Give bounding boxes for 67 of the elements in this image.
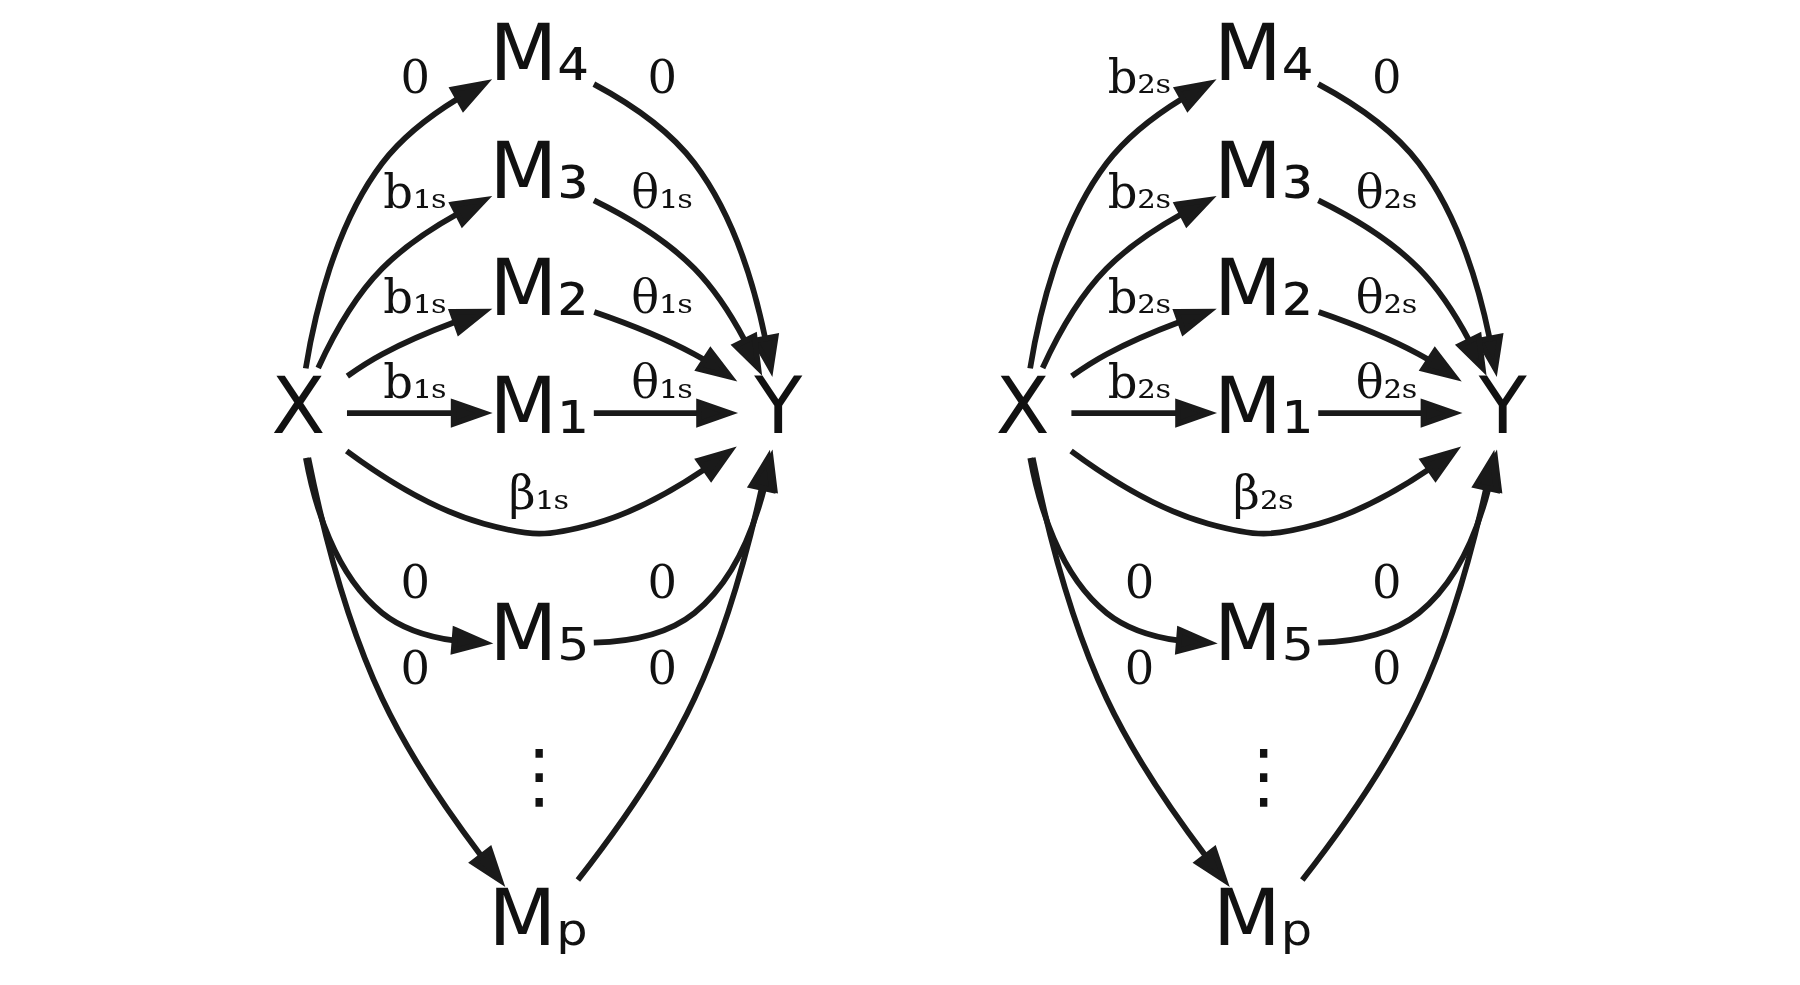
edge-label: 0	[1124, 555, 1154, 610]
edge-label: 0	[647, 640, 677, 695]
node-text: X	[995, 360, 1050, 453]
arrow	[1317, 398, 1462, 428]
arrow	[315, 195, 492, 370]
node-text: M₄	[1213, 6, 1313, 99]
node-text: M₅	[1213, 586, 1313, 679]
node-text: M₂	[1213, 242, 1313, 335]
arrow	[345, 308, 492, 379]
arrow	[1070, 398, 1217, 428]
label: ⋮	[1227, 734, 1299, 818]
edge-label: b₁ₛ	[382, 269, 447, 324]
arrow	[1316, 197, 1487, 376]
node-text: M₁	[489, 360, 589, 453]
edge-label: b₂ₛ	[1107, 355, 1172, 410]
arrow	[344, 446, 737, 537]
arrow	[305, 457, 505, 887]
node-text: X	[270, 360, 325, 453]
arrow	[302, 457, 493, 655]
edge-label: 0	[399, 555, 430, 610]
edge-label: 0	[399, 640, 430, 695]
edge-label: θ₁ₛ	[630, 355, 693, 410]
node-text: Y	[753, 360, 802, 453]
arrow	[592, 81, 779, 377]
arrow	[1026, 79, 1217, 369]
arrow	[1316, 81, 1504, 377]
arrow	[1026, 457, 1218, 655]
edge-label: β₂ₛ	[1232, 466, 1294, 521]
arrow	[1029, 457, 1230, 887]
edge-label: 0	[1371, 50, 1401, 105]
edge-label: θ₁ₛ	[630, 164, 693, 219]
arrow	[1039, 195, 1217, 370]
edge-label: 0	[1124, 640, 1154, 695]
arrow	[1317, 309, 1462, 382]
arrow	[302, 79, 492, 369]
edge-label: b₂ₛ	[1107, 164, 1172, 219]
node-text: Mₚ	[1212, 872, 1314, 965]
label: ⋮	[503, 734, 575, 818]
edge-label: 0	[399, 50, 430, 105]
node-text: Y	[1478, 360, 1527, 453]
node-text: M₃	[489, 124, 589, 217]
node-text: M₁	[1213, 360, 1313, 453]
edge-label: b₁ₛ	[382, 355, 447, 410]
node-text: M₅	[489, 586, 589, 679]
edge-label: b₂ₛ	[1107, 50, 1172, 105]
arrow	[1069, 308, 1217, 379]
edge-label: θ₂ₛ	[1355, 164, 1418, 219]
arrow	[1068, 446, 1461, 537]
arrow	[592, 197, 762, 376]
edge-label: θ₁ₛ	[630, 269, 693, 324]
edge-label: b₁ₛ	[382, 164, 447, 219]
arrow	[346, 398, 493, 428]
node-text: M₃	[1213, 124, 1313, 217]
arrow	[592, 309, 737, 382]
node-text: M₂	[489, 242, 589, 335]
edge-label: 0	[647, 50, 677, 105]
arrow	[575, 449, 775, 882]
edge-label: b₂ₛ	[1107, 269, 1172, 324]
arrow	[593, 398, 738, 428]
edge-label: θ₂ₛ	[1355, 269, 1418, 324]
edge-label: 0	[647, 555, 677, 610]
edge-label: θ₂ₛ	[1355, 355, 1418, 410]
node-text: M₄	[489, 6, 589, 99]
edge-label: 0	[1371, 555, 1401, 610]
node-text: Mₚ	[488, 872, 590, 965]
edge-label: β₁ₛ	[508, 466, 570, 521]
edge-label: 0	[1371, 640, 1401, 695]
